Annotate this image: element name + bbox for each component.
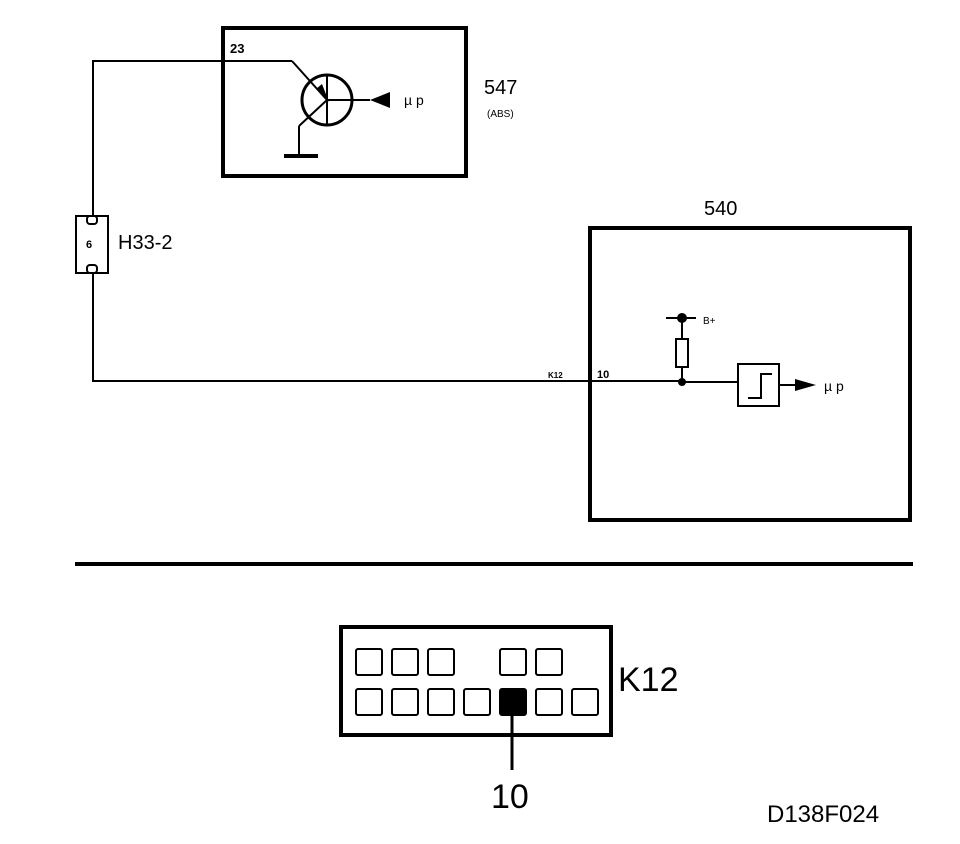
supply-label: B+ bbox=[703, 316, 716, 327]
wire-connector-label: K12 bbox=[548, 371, 563, 380]
connector-pin-bottom-6 bbox=[535, 688, 563, 716]
connector-k12-bottom-row bbox=[355, 688, 599, 716]
connector-pin-top-1 bbox=[355, 648, 383, 676]
module-540-box bbox=[588, 226, 912, 522]
connector-pin-bottom-7 bbox=[571, 688, 599, 716]
connector-pin-bottom-4 bbox=[463, 688, 491, 716]
module-547-pin-23: 23 bbox=[230, 41, 244, 56]
module-540-pin-10: 10 bbox=[597, 369, 609, 381]
module-540-id: 540 bbox=[704, 198, 737, 220]
connector-pin-bottom-3 bbox=[427, 688, 455, 716]
transistor-icon bbox=[93, 60, 390, 158]
pull-up-resistor-icon bbox=[666, 313, 696, 386]
connector-pin-top-2 bbox=[391, 648, 419, 676]
connector-h33-2 bbox=[75, 215, 109, 274]
connector-pin-bottom-1 bbox=[355, 688, 383, 716]
module-547-box bbox=[221, 26, 468, 178]
figure-id: D138F024 bbox=[767, 801, 879, 828]
pin-10-callout: 10 bbox=[491, 778, 529, 816]
module-547-signal-label: µ p bbox=[404, 92, 424, 108]
connector-k12-top-row bbox=[355, 648, 563, 676]
schmitt-trigger-icon bbox=[737, 363, 816, 407]
connector-pin-top-6 bbox=[535, 648, 563, 676]
connector-pin-bottom-2 bbox=[391, 688, 419, 716]
connector-pin-top-5 bbox=[499, 648, 527, 676]
connector-h33-2-label: H33-2 bbox=[118, 232, 172, 254]
connector-h33-2-pin: 6 bbox=[86, 239, 92, 251]
module-547-subtitle: (ABS) bbox=[487, 109, 514, 120]
connector-pin-highlighted bbox=[499, 688, 527, 716]
connector-k12-label: K12 bbox=[618, 661, 679, 699]
module-540-signal-label: µ p bbox=[824, 378, 844, 394]
module-547-id: 547 bbox=[484, 77, 517, 99]
connector-k12-housing bbox=[339, 625, 613, 737]
connector-pin-top-3 bbox=[427, 648, 455, 676]
